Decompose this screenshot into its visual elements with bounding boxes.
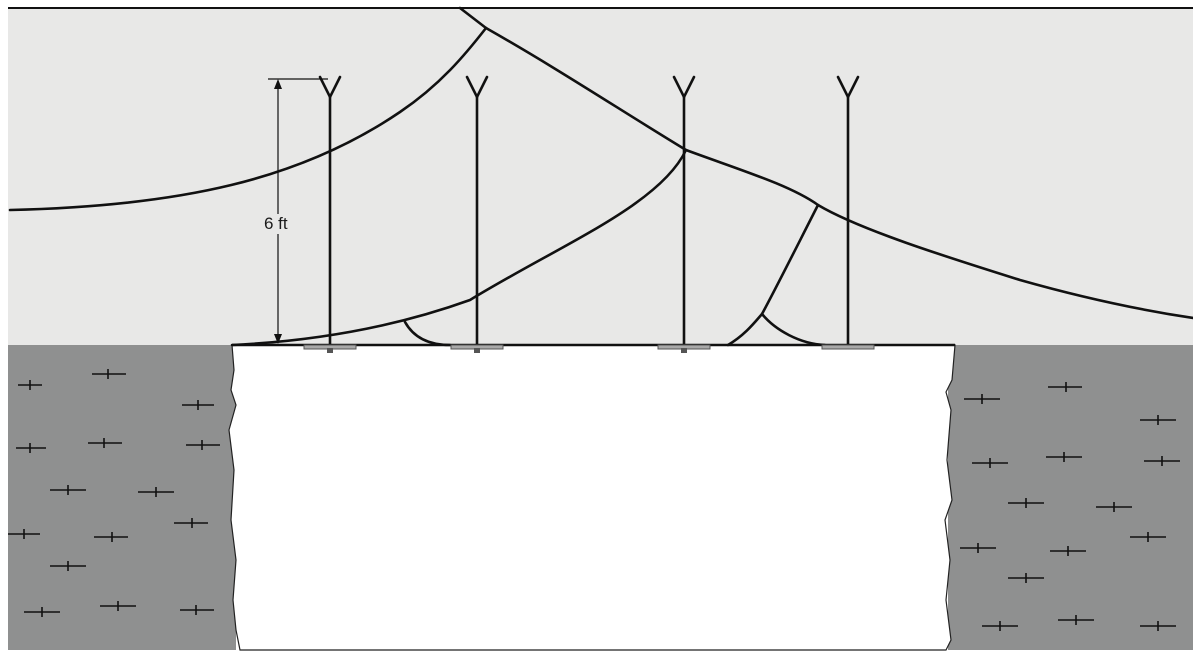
ground-hatch-mark [8,529,40,539]
crack-line-right [760,203,820,316]
ground-hatch-mark [1050,546,1086,556]
ground-hatch-mark [50,485,86,495]
ground-hatch-mark [1008,498,1044,508]
ground-hatch-mark [1008,573,1044,583]
crack-lines [8,6,1193,347]
settlement-rod-1 [303,75,357,353]
right-ground-block [948,345,1193,650]
ground-hatch-mark [1140,621,1176,631]
ground-hatch-left [8,369,220,617]
ground-hatch-mark [982,621,1018,631]
ground-hatch-mark [960,543,996,553]
ground-hatch-mark [94,532,128,542]
ground-hatch-mark [186,440,220,450]
crack-line-left-arc [8,26,488,212]
ground-hatch-mark [964,394,1000,404]
ground-hatch-mark [972,458,1008,468]
ground-hatch-mark [182,400,214,410]
heave-bump-left [403,320,452,347]
heave-bump-right [726,311,827,347]
ground-hatch-mark [100,601,136,611]
crack-line-top [458,6,488,30]
dimension-label: 6 ft [262,214,290,234]
excavation-area [228,344,956,651]
ground-hatch-mark [1144,456,1180,466]
dimension-arrow-down [274,334,282,344]
ground-hatch-mark [92,369,126,379]
upper-zone [8,8,1193,345]
ground-hatch-right [960,382,1180,631]
ground-hatch-mark [180,605,214,615]
settlement-rods [303,75,875,353]
dimension-arrow-up [274,79,282,89]
settlement-rod-3 [657,75,711,353]
ground-hatch-mark [18,380,42,390]
ground-hatch-mark [1096,502,1132,512]
settlement-rod-2 [450,75,504,353]
left-ground-block [8,345,236,650]
ground-hatch-mark [138,487,174,497]
ground-hatch-mark [1140,415,1176,425]
ground-hatch-mark [1046,452,1082,462]
ground-hatch-mark [1048,382,1082,392]
ground-hatch-mark [88,438,122,448]
ground-hatch-mark [1058,615,1094,625]
dimension-indicator [268,78,328,344]
ground-hatch-mark [16,443,46,453]
settlement-rod-4 [821,75,875,350]
ground-hatch-mark [24,607,60,617]
crack-line-middle [230,148,688,347]
ground-hatch-mark [174,518,208,528]
ground-hatch-mark [50,561,86,571]
ground-hatch-mark [1130,532,1166,542]
